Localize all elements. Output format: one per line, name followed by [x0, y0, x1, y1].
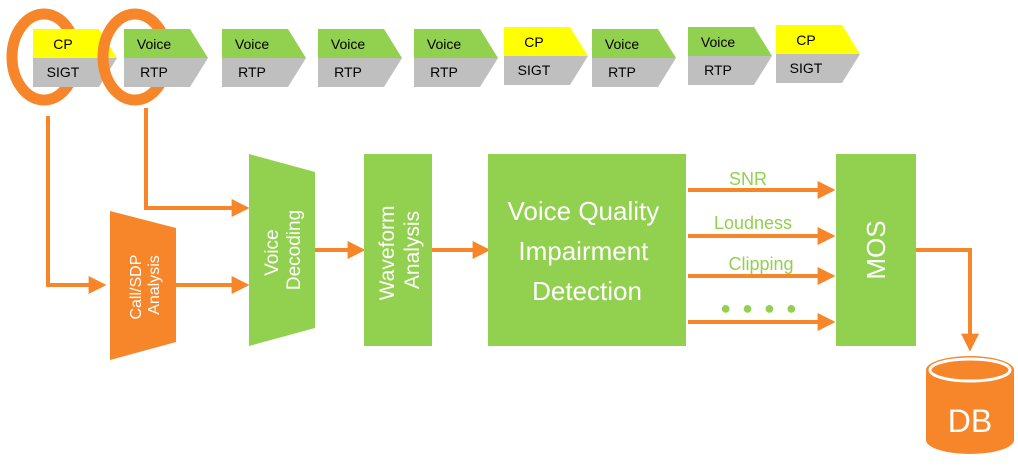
metric-loudness-label: Loudness — [714, 213, 792, 233]
packet-top-label: Voice — [331, 36, 365, 52]
voice-decoding-block: Voice Decoding — [249, 154, 315, 346]
packet-top-label: Voice — [605, 36, 639, 52]
packet-header — [33, 29, 117, 58]
packet-header — [414, 29, 498, 58]
waveform-label-line1: Waveform — [376, 205, 399, 300]
packet-bottom-label: RTP — [140, 64, 168, 80]
packet-bottom-label: SIGT — [47, 64, 80, 80]
packet-header — [318, 29, 402, 58]
svg-text:Voice Decoding: Voice Decoding — [262, 210, 305, 290]
packet-stream: CPSIGTVoiceRTPVoiceRTPVoiceRTPVoiceRTPCP… — [6, 8, 860, 106]
packet-body — [504, 56, 588, 85]
packet-top-label: Voice — [235, 36, 269, 52]
packet-signal: CP SIGT — [6, 8, 117, 106]
packet-top-label: CP — [524, 34, 543, 50]
metric-clipping-label: Clipping — [728, 254, 793, 274]
impairment-detection-block: Voice Quality Impairment Detection — [488, 154, 686, 346]
packet-body — [688, 56, 772, 85]
call-sdp-label-line1: Call/SDP — [128, 255, 145, 320]
packet-header — [504, 27, 588, 56]
packet-bottom-label: RTP — [334, 64, 362, 80]
packet-top-label: Voice — [427, 36, 461, 52]
packet-body — [592, 58, 676, 87]
voice-decoding-label-line2: Decoding — [284, 210, 305, 290]
packet-bottom-label: RTP — [704, 62, 732, 78]
svg-text:Call/SDP Analysis: Call/SDP Analysis — [128, 250, 163, 319]
packet-header — [776, 25, 860, 54]
mos-label: MOS — [861, 220, 891, 279]
packet-top-label: Voice — [701, 34, 735, 50]
packet-body — [222, 58, 306, 87]
metric-labels: SNR Loudness Clipping ● ● ● ● — [714, 169, 800, 318]
database-icon: DB — [926, 356, 1014, 454]
mos-to-db-arrow — [916, 248, 979, 352]
call-sdp-analysis-block: Call/SDP Analysis — [110, 211, 176, 360]
packet-body — [124, 58, 208, 87]
packet-bottom-label: RTP — [238, 64, 266, 80]
mos-block: MOS — [836, 154, 916, 346]
packet-body — [318, 58, 402, 87]
svg-text:Waveform Analysis: Waveform Analysis — [376, 200, 424, 301]
impairment-label-line1: Voice Quality — [508, 196, 660, 226]
packet-header — [688, 27, 772, 56]
db-label: DB — [948, 403, 992, 439]
metric-more-label: ● ● ● ● — [720, 298, 800, 318]
packet-body — [776, 54, 860, 83]
packet-body — [414, 58, 498, 87]
voice-tap-arrow — [144, 108, 250, 217]
metric-snr-label: SNR — [729, 169, 767, 189]
packet-body — [33, 58, 117, 87]
packet-bottom-label: SIGT — [790, 60, 823, 76]
packet-signal: CP SIGT — [776, 25, 860, 83]
waveform-analysis-block: Waveform Analysis — [364, 154, 432, 346]
packet-signal: CP SIGT — [504, 27, 588, 85]
packet-top-label: Voice — [137, 36, 171, 52]
connectors — [46, 108, 979, 352]
waveform-label-line2: Analysis — [401, 211, 424, 289]
packet-top-label: CP — [53, 36, 72, 52]
packet-header — [124, 29, 208, 58]
svg-text:Voice Quality Impairment: Voice Quality Impairment Detection — [508, 196, 667, 306]
packet-bottom-label: SIGT — [518, 62, 551, 78]
packet-bottom-label: RTP — [430, 64, 458, 80]
packet-bottom-label: RTP — [608, 64, 636, 80]
call-sdp-label-line2: Analysis — [146, 255, 163, 315]
packet-top-label: CP — [796, 32, 815, 48]
impairment-label-line2: Impairment — [518, 236, 649, 266]
impairment-label-line3: Detection — [532, 276, 642, 306]
voice-decoding-label-line1: Voice — [262, 229, 283, 275]
signal-tap-arrow — [46, 116, 107, 294]
packet-header — [222, 29, 306, 58]
packet-header — [592, 29, 676, 58]
